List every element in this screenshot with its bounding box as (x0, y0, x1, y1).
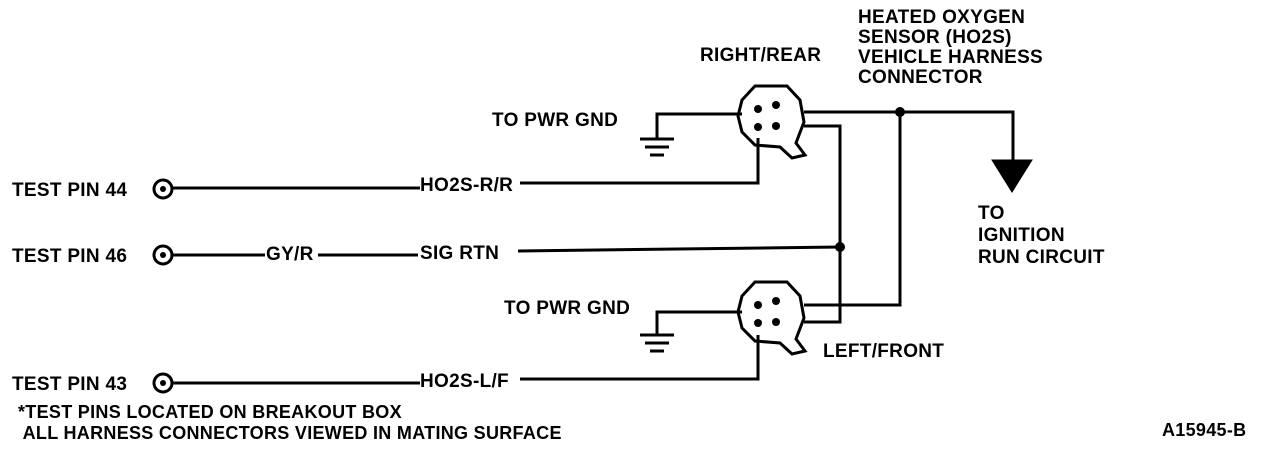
wire-sig-rtn (517, 245, 841, 253)
figure-id: A15945-B (1162, 420, 1247, 440)
right-rear-label: RIGHT/REAR (700, 45, 822, 66)
ground-symbol-top (640, 112, 742, 157)
pwr-gnd-bottom-label: TO PWR GND (504, 298, 631, 319)
test-pin-44-label: TEST PIN 44 (12, 180, 128, 201)
test-pin-44-terminal (152, 178, 174, 200)
test-pin-46-terminal (152, 244, 174, 266)
wire-ho2s-rr-right (520, 138, 760, 185)
sensor-title: HEATED OXYGEN SENSOR (HO2S) VEHICLE HARN… (858, 7, 1044, 88)
wire-ignition-lf (804, 112, 902, 307)
ignition-arrow (991, 159, 1033, 193)
splice-ignition (895, 107, 905, 117)
wire-sig-rtn-rr (804, 124, 842, 247)
wire-label-ho2s-lf: HO2S-L/F (420, 371, 509, 392)
test-pin-43-label: TEST PIN 43 (12, 374, 128, 395)
splice-sig-rtn (835, 242, 845, 252)
left-front-label: LEFT/FRONT (823, 341, 945, 362)
wire-ignition (804, 110, 1015, 160)
wire-sig-rtn-lf (804, 247, 842, 324)
wire-label-ho2s-rr: HO2S-R/R (420, 175, 514, 196)
test-pin-46-label: TEST PIN 46 (12, 246, 128, 267)
pwr-gnd-top-label: TO PWR GND (492, 110, 619, 131)
footnote: *TEST PINS LOCATED ON BREAKOUT BOX ALL H… (18, 402, 562, 443)
wire-label-sig-rtn: SIG RTN (420, 243, 500, 264)
connector-right-rear (736, 84, 808, 160)
ground-symbol-bottom (640, 310, 742, 353)
wire-label-gyr: GY/R (266, 244, 314, 265)
ignition-label: TO IGNITION RUN CIRCUIT (978, 203, 1105, 268)
connector-left-front (736, 280, 808, 356)
wire-ho2s-lf-right (520, 335, 760, 381)
test-pin-43-terminal (152, 372, 174, 394)
